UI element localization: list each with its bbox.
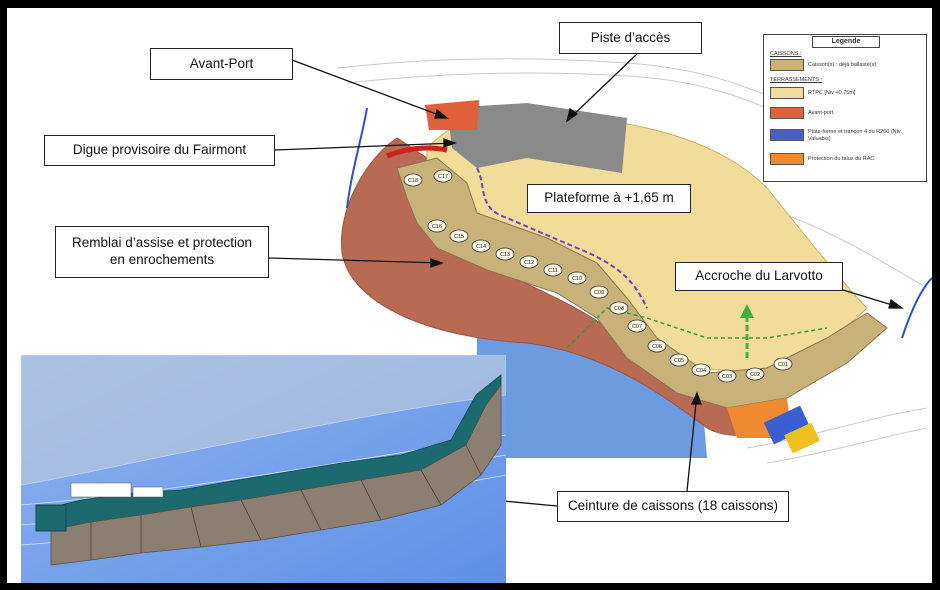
caisson-label: C02 [750, 372, 760, 378]
callout-avant-port: Avant-Port [150, 48, 293, 80]
callout-digue: Digue provisoire du Fairmont [44, 135, 275, 166]
caisson-marker [627, 319, 647, 333]
caisson-label: C06 [652, 344, 662, 350]
blue-curve [346, 107, 368, 209]
caisson-markers: C18 C17C16C15C14C13C12C11C10C09C08C07C06C… [403, 169, 793, 383]
caisson-label: C15 [454, 234, 464, 240]
caisson-label: C05 [674, 358, 684, 364]
legend-item-plateforme: Plate-forme et trançon 4 du R260 (Niv. V… [808, 129, 902, 142]
legend-swatch-avant-port [770, 107, 804, 119]
caisson-marker [519, 255, 539, 269]
green-arrow [740, 304, 754, 358]
legend-swatch-plateforme [770, 129, 804, 141]
callout-accroche-text: Accroche du Larvotto [695, 268, 823, 284]
callout-ceinture: Ceinture de caissons (18 caissons) [557, 491, 789, 522]
callout-avant-port-text: Avant-Port [189, 55, 254, 71]
legend-item-avant-port: Avant-port [808, 110, 834, 116]
caisson-label: C13 [500, 252, 510, 258]
callout-piste-acces-text: Piste d’accès [590, 29, 671, 45]
caisson-label: C01 [778, 362, 788, 368]
caisson-marker [543, 263, 563, 277]
avant-port-area [425, 100, 479, 130]
caisson-label: C16 [432, 224, 442, 230]
inset-structure [70, 482, 164, 498]
legend-item-caissons: Caisson(s) : déjà ballasté(s) [808, 62, 877, 68]
caisson-marker [449, 229, 469, 243]
caisson-marker [427, 219, 447, 233]
caisson-marker [691, 363, 711, 377]
purple-dashed-path [476, 167, 648, 309]
green-dashed-path [566, 307, 828, 349]
caisson-label: C12 [524, 260, 534, 266]
callout-plateforme-text: Plateforme à +1,65 m [544, 190, 674, 206]
caisson-marker [717, 369, 737, 383]
legend-item-rtpc: RTPC [Niv +0.75m] [808, 90, 856, 96]
caisson-label: C03 [722, 374, 732, 380]
caisson-label: C18 [408, 178, 418, 184]
blue-curve-right [901, 277, 932, 339]
callout-remblai: Remblai d’assise et protection en enroch… [55, 226, 269, 278]
caisson-label: C09 [594, 290, 604, 296]
callout-accroche: Accroche du Larvotto [675, 262, 843, 291]
callout-plateforme: Plateforme à +1,65 m [527, 184, 691, 213]
caisson-marker [471, 239, 491, 253]
legend-section-caissons: CAISSONS : [770, 51, 802, 57]
inset-land [21, 355, 506, 486]
legend-swatch-rtpc [770, 87, 804, 99]
legend: Legende CAISSONS : Caisson(s) : déjà bal… [763, 34, 927, 182]
legend-section-terrassements: TERRASSEMENTS : [770, 77, 822, 83]
digue-line [386, 145, 448, 159]
legend-swatch-protection [770, 153, 804, 165]
caisson-marker [403, 173, 423, 187]
caisson-marker [647, 339, 667, 353]
caisson-label: C08 [614, 306, 624, 312]
callout-remblai-text: Remblai d’assise et protection en enroch… [71, 235, 253, 267]
caisson-label: C17 [438, 174, 448, 180]
caisson-label: C07 [632, 324, 642, 330]
caisson-label: C10 [572, 276, 582, 282]
callout-piste-acces: Piste d’accès [559, 22, 702, 54]
caisson-marker [609, 301, 629, 315]
caisson-marker [495, 247, 515, 261]
site-plan: C18C17C16C15C14C13C12C11C10C09C08C07C06C… [268, 53, 932, 507]
caisson-belt [396, 157, 888, 409]
legend-item-protection: Protection du talus du RAC [808, 156, 875, 162]
inset-3d-render [21, 355, 506, 583]
callout-lines [268, 53, 904, 507]
access-road [447, 103, 627, 173]
caisson-marker [773, 357, 793, 371]
inset-end-block [35, 504, 67, 532]
caisson-marker [745, 367, 765, 381]
legend-title: Legende [812, 36, 880, 48]
legend-swatch-caissons [770, 59, 804, 71]
caisson-label: C11 [548, 268, 558, 274]
caisson-marker [589, 285, 609, 299]
caisson-label: C04 [696, 368, 706, 374]
inset-wall-side [50, 383, 502, 566]
caisson-marker [567, 271, 587, 285]
inset-svg [21, 355, 506, 583]
caisson-marker [433, 169, 453, 183]
work-platform [763, 405, 820, 454]
callout-ceinture-text: Ceinture de caissons (18 caissons) [567, 498, 779, 514]
caisson-marker [669, 353, 689, 367]
caisson-label: C14 [476, 244, 486, 250]
callout-digue-text: Digue provisoire du Fairmont [72, 142, 247, 158]
inset-caisson-divisions [90, 444, 482, 560]
